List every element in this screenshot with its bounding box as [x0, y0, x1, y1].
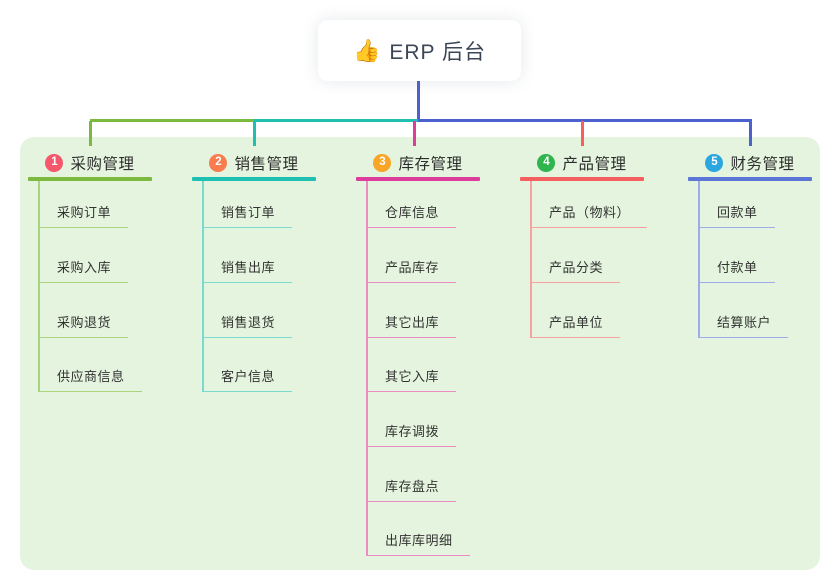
branch-children: 回款单 付款单 结算账户 — [698, 174, 789, 338]
branch-number-badge: 5 — [705, 153, 724, 172]
child-node[interactable]: 销售订单 — [202, 174, 293, 229]
child-node-label: 仓库信息 — [385, 205, 440, 221]
child-node[interactable]: 产品（物料） — [530, 174, 648, 229]
child-node[interactable]: 回款单 — [698, 174, 775, 229]
connector-horizontal-blue — [418, 118, 752, 122]
child-node-label: 供应商信息 — [57, 369, 125, 385]
branch-children: 仓库信息 产品库存 其它出库 其它入库 库存调拨 库存盘点 出库库明细 — [366, 174, 470, 557]
branch-underline — [192, 177, 316, 181]
branch-drop-line-3 — [412, 121, 416, 146]
branch-title: 采购管理 — [70, 155, 135, 173]
branch-drop-line-4 — [580, 121, 584, 146]
connector-horizontal-green — [90, 118, 254, 122]
child-node-label: 出库库明细 — [385, 533, 453, 549]
child-node-label: 回款单 — [717, 205, 758, 221]
branch-vertical-line — [202, 180, 204, 392]
thumbs-up-icon: 👍 — [352, 37, 381, 63]
branch-children: 产品（物料） 产品分类 产品单位 — [530, 174, 648, 338]
branch-number-badge: 2 — [209, 153, 228, 172]
branch-vertical-line — [366, 180, 368, 556]
branch-underline — [356, 177, 480, 181]
branch-vertical-line — [38, 180, 40, 392]
branch-drop-line-2 — [252, 121, 256, 146]
child-node[interactable]: 采购退货 — [38, 283, 129, 338]
child-node-label: 产品库存 — [385, 259, 440, 275]
branch-header-4[interactable]: 4 产品管理 — [520, 147, 644, 178]
child-node[interactable]: 库存调拨 — [366, 392, 457, 447]
branch-number-badge: 4 — [537, 153, 556, 172]
child-node[interactable]: 销售出库 — [202, 228, 293, 283]
branch-number: 1 — [51, 155, 58, 168]
child-node[interactable]: 产品库存 — [366, 228, 457, 283]
branch-children: 销售订单 销售出库 销售退货 客户信息 — [202, 174, 293, 393]
child-node[interactable]: 其它出库 — [366, 283, 457, 338]
branch-header-1[interactable]: 1 采购管理 — [28, 147, 152, 178]
branch-drop-line-5 — [748, 121, 752, 146]
child-node-label: 销售退货 — [221, 314, 276, 330]
branch-underline — [520, 177, 644, 181]
branch-title: 库存管理 — [398, 155, 463, 173]
child-node[interactable]: 产品单位 — [530, 283, 621, 338]
branch-header-2[interactable]: 2 销售管理 — [192, 147, 316, 178]
root-node[interactable]: 👍 ERP 后台 — [318, 20, 521, 81]
child-node[interactable]: 采购订单 — [38, 174, 129, 229]
branch-title: 财务管理 — [730, 155, 795, 173]
child-node-label: 采购订单 — [57, 205, 112, 221]
branch-header-3[interactable]: 3 库存管理 — [356, 147, 480, 178]
child-node-label: 销售出库 — [221, 259, 276, 275]
child-node-label: 销售订单 — [221, 205, 276, 221]
branch-number: 3 — [379, 155, 386, 168]
child-node-label: 其它出库 — [385, 314, 440, 330]
child-node-label: 其它入库 — [385, 369, 440, 385]
child-node-label: 产品单位 — [549, 314, 604, 330]
child-node-label: 产品分类 — [549, 259, 604, 275]
child-node[interactable]: 出库库明细 — [366, 502, 470, 557]
child-node[interactable]: 付款单 — [698, 228, 775, 283]
child-node[interactable]: 采购入库 — [38, 228, 129, 283]
root-connector-vertical — [416, 81, 420, 122]
branch-underline — [688, 177, 812, 181]
branch-title: 销售管理 — [234, 155, 299, 173]
branch-vertical-line — [530, 180, 532, 338]
branch-number: 2 — [215, 155, 222, 168]
child-node-label: 库存盘点 — [385, 478, 440, 494]
child-node-label: 付款单 — [717, 259, 758, 275]
branches-panel — [20, 137, 820, 570]
child-node[interactable]: 其它入库 — [366, 338, 457, 393]
branch-number: 4 — [543, 155, 550, 168]
branch-number-badge: 3 — [373, 153, 392, 172]
branch-number-badge: 1 — [45, 153, 64, 172]
child-node[interactable]: 供应商信息 — [38, 338, 142, 393]
branch-vertical-line — [698, 180, 700, 338]
branch-number: 5 — [711, 155, 718, 168]
child-node-label: 采购入库 — [57, 259, 112, 275]
connector-horizontal-teal — [254, 118, 418, 122]
child-node[interactable]: 产品分类 — [530, 228, 621, 283]
child-node[interactable]: 库存盘点 — [366, 447, 457, 502]
child-node[interactable]: 销售退货 — [202, 283, 293, 338]
child-node-label: 库存调拨 — [385, 423, 440, 439]
branch-drop-line-1 — [88, 121, 92, 146]
child-node[interactable]: 仓库信息 — [366, 174, 457, 229]
child-node-label: 产品（物料） — [549, 205, 631, 221]
child-node-label: 结算账户 — [717, 314, 772, 330]
child-node[interactable]: 客户信息 — [202, 338, 293, 393]
branch-children: 采购订单 采购入库 采购退货 供应商信息 — [38, 174, 142, 393]
child-node-label: 客户信息 — [221, 369, 276, 385]
branch-header-5[interactable]: 5 财务管理 — [688, 147, 812, 178]
branch-underline — [28, 177, 152, 181]
child-node[interactable]: 结算账户 — [698, 283, 789, 338]
root-label: ERP 后台 — [389, 40, 487, 64]
child-node-label: 采购退货 — [57, 314, 112, 330]
branch-title: 产品管理 — [562, 155, 627, 173]
